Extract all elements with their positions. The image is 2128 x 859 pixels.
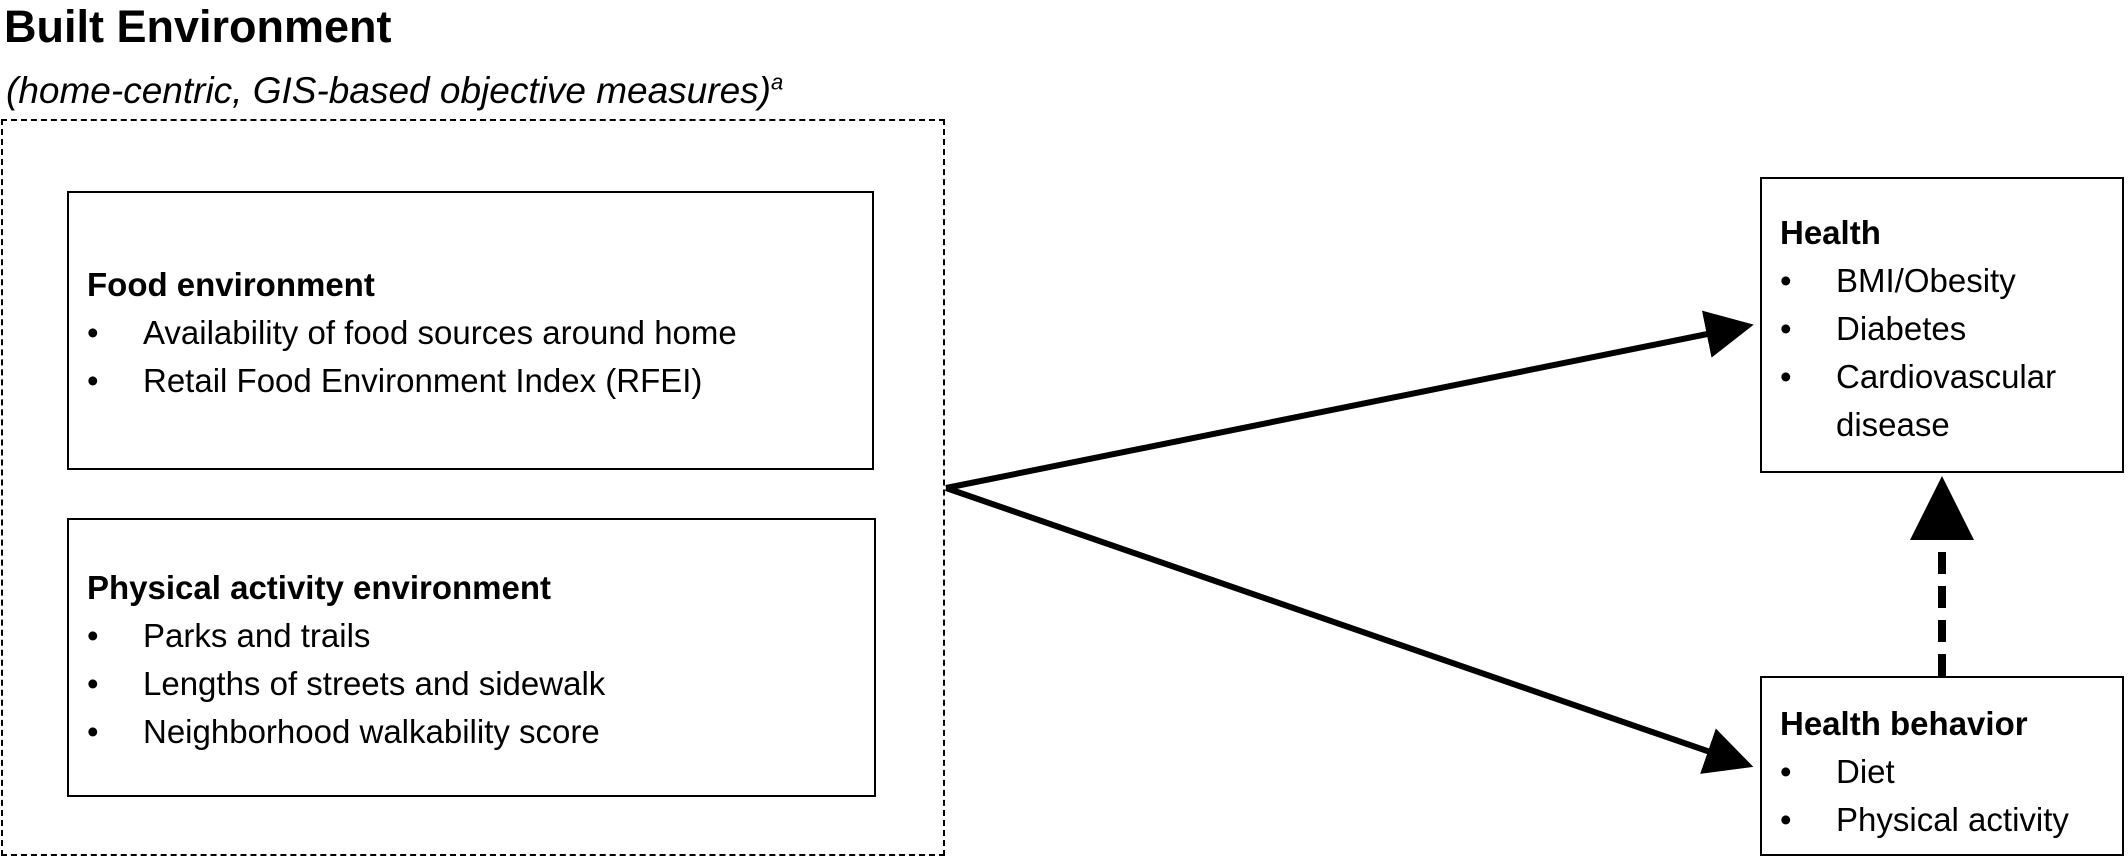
food-environment-list: Availability of food sources around home… (87, 309, 857, 405)
list-item: BMI/Obesity (1780, 257, 2105, 305)
list-item: Physical activity (1780, 796, 2110, 844)
physical-activity-environment-heading: Physical activity environment (87, 569, 552, 606)
physical-activity-environment-list: Parks and trails Lengths of streets and … (87, 612, 857, 756)
list-item: Neighborhood walkability score (87, 708, 857, 756)
list-item: Cardiovascular disease (1780, 353, 2105, 449)
health-heading: Health (1780, 214, 1881, 251)
health-behavior-list: Diet Physical activity (1780, 748, 2110, 844)
diagram-subtitle: (home-centric, GIS-based objective measu… (6, 68, 783, 114)
physical-activity-environment-box: Physical activity environment Parks and … (67, 518, 876, 797)
subtitle-text: (home-centric, GIS-based objective measu… (6, 70, 771, 111)
list-item: Lengths of streets and sidewalk (87, 660, 857, 708)
list-item: Retail Food Environment Index (RFEI) (87, 357, 857, 405)
health-box: Health BMI/Obesity Diabetes Cardiovascul… (1760, 177, 2124, 473)
list-item: Diabetes (1780, 305, 2105, 353)
list-item: Parks and trails (87, 612, 857, 660)
list-item: Availability of food sources around home (87, 309, 857, 357)
arrow-to-health (945, 310, 1754, 491)
health-behavior-box: Health behavior Diet Physical activity (1760, 676, 2124, 856)
built-environment-group (1, 119, 945, 856)
health-list: BMI/Obesity Diabetes Cardiovascular dise… (1780, 257, 2105, 449)
health-behavior-heading: Health behavior (1780, 705, 2028, 742)
list-item: Diet (1780, 748, 2110, 796)
subtitle-superscript: a (770, 69, 784, 95)
arrow-to-health-behavior (945, 485, 1754, 774)
food-environment-heading: Food environment (87, 266, 375, 303)
food-environment-box: Food environment Availability of food so… (67, 191, 874, 470)
diagram-title: Built Environment (4, 1, 392, 52)
